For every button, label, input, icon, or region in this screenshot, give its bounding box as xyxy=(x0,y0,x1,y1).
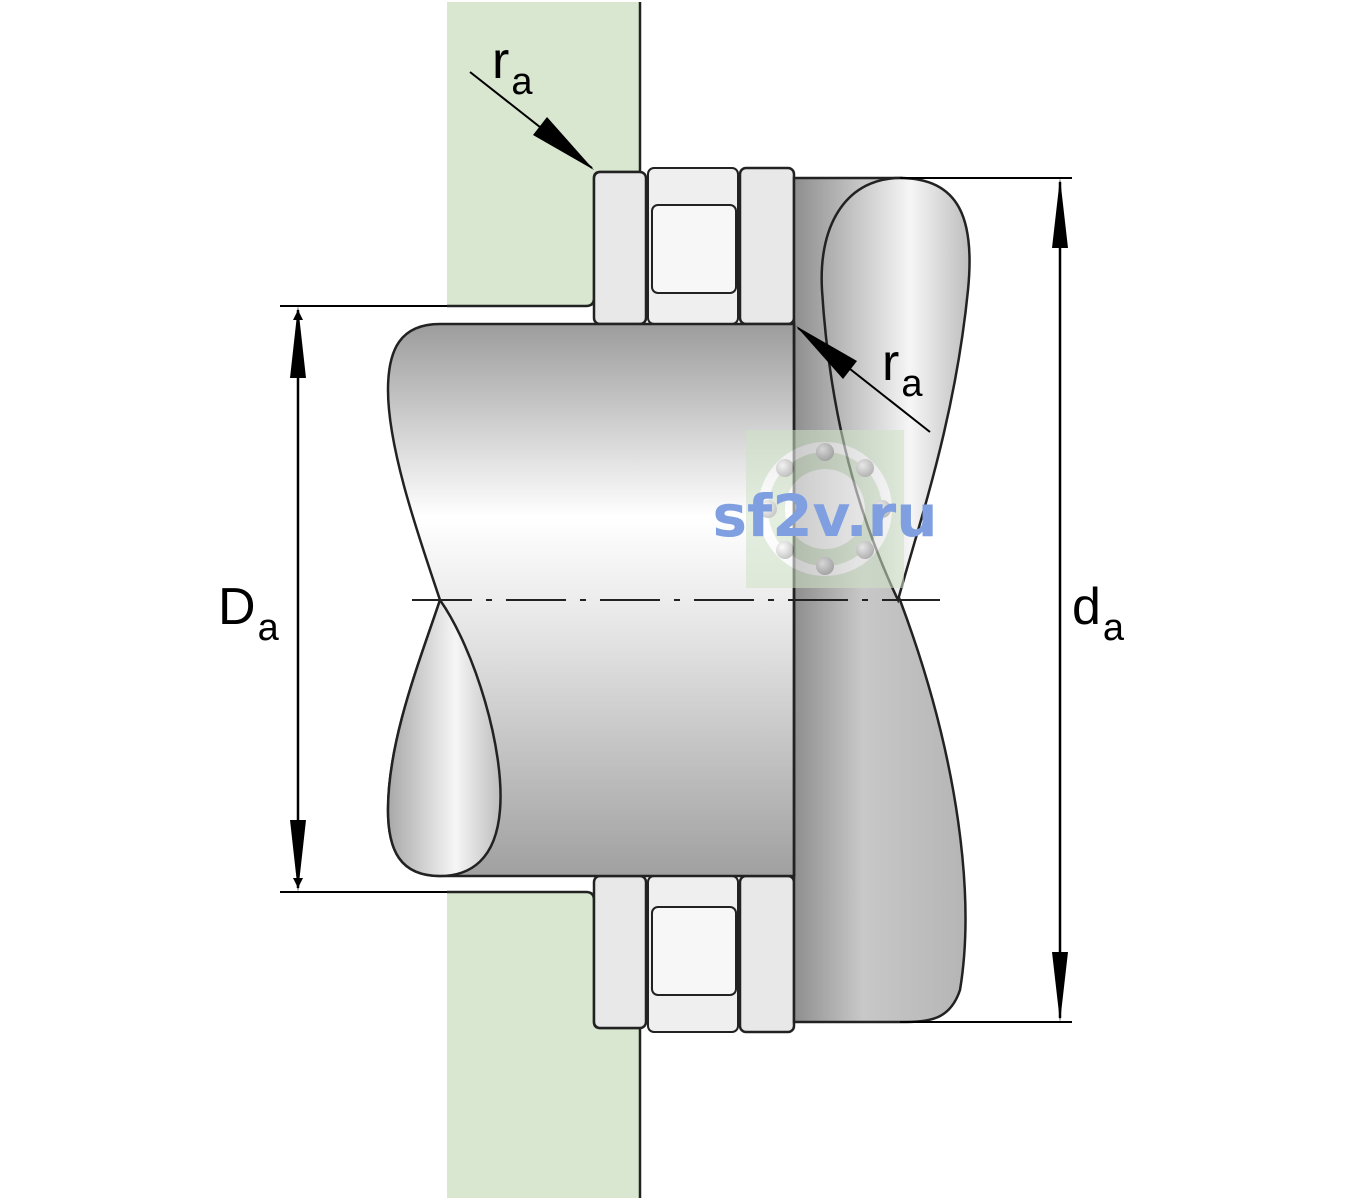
outer-ring-top xyxy=(592,170,648,326)
bearing-section-bottom xyxy=(592,874,796,1034)
roller-top xyxy=(651,204,737,294)
outer-ring-bottom xyxy=(592,874,648,1030)
label-ra-right: ra xyxy=(882,334,923,405)
radius-ra-right-leader xyxy=(796,326,931,433)
inner-ring-bottom xyxy=(738,874,796,1034)
dimension-da xyxy=(900,177,1072,1023)
watermark xyxy=(746,430,904,588)
shaft xyxy=(386,322,796,878)
roller-bottom xyxy=(651,906,737,996)
inner-ring-top xyxy=(738,166,796,326)
label-ra-top: ra xyxy=(492,32,533,103)
dimension-Da xyxy=(280,305,447,893)
shaft-end-face xyxy=(386,597,502,878)
label-Da: Da xyxy=(218,578,280,649)
bearing-section-top xyxy=(592,166,796,326)
watermark-text: sf2v.ru xyxy=(712,482,937,550)
label-da: da xyxy=(1072,578,1125,649)
housing xyxy=(447,2,642,1198)
radius-ra-top-leader xyxy=(469,71,594,170)
